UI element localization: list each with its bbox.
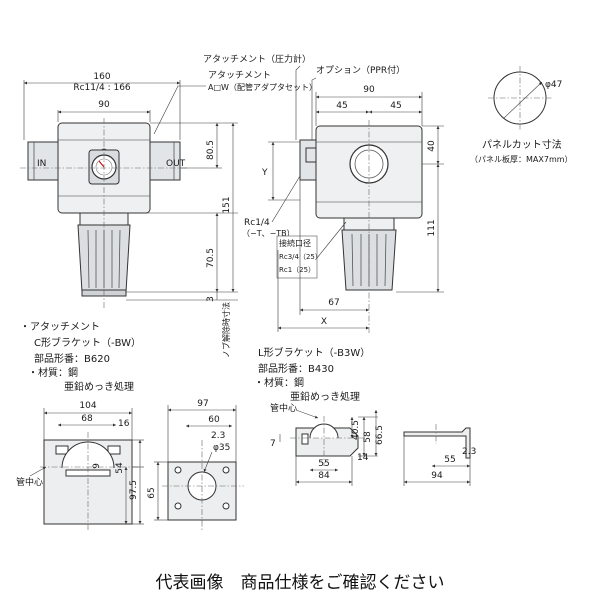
l-dim-94: 94 xyxy=(431,471,443,481)
c-bracket-spec: ・アタッチメント C形ブラケット（-BW） 部品形番：B620 ・材質：鋼 亜鉛… xyxy=(20,321,141,393)
dim-90-front: 90 xyxy=(98,100,110,110)
c-pipe-center: 管中心 xyxy=(16,476,43,488)
dim-45-right: 45 xyxy=(390,101,401,111)
c-bracket-side: 97 60 2.3 φ35 65 xyxy=(147,399,244,530)
c-dim-60: 60 xyxy=(208,415,220,425)
port-note: （−T、−TB） xyxy=(242,229,295,238)
dim-40: 40 xyxy=(427,140,437,152)
l-dim-14: 14 xyxy=(357,453,369,463)
dim-90-side: 90 xyxy=(363,85,375,95)
l-bracket-spec: L形ブラケット（-B3W） 部品形番：B430 ・材質：鋼 亜鉛めっき処理 xyxy=(254,346,370,403)
c-heading: ・アタッチメント xyxy=(20,321,100,333)
l-dim-66-5: 66.5 xyxy=(375,425,385,445)
label-out: OUT xyxy=(166,159,186,169)
l-dim-84: 84 xyxy=(318,471,330,481)
c-dim-9: 9 xyxy=(92,463,102,469)
c-dim-35: φ35 xyxy=(213,443,230,453)
panel-cut-note: （パネル板厚：MAX7mm） xyxy=(470,154,573,164)
dim-70-5: 70.5 xyxy=(206,248,216,268)
l-dim-2-3: 2.3 xyxy=(462,447,476,457)
c-dim-65: 65 xyxy=(147,487,157,498)
label-x: X xyxy=(321,317,327,327)
caption: 代表画像 商品仕様をご確認ください xyxy=(155,573,445,593)
dim-80-5: 80.5 xyxy=(206,140,216,160)
c-dim-97: 97 xyxy=(197,399,208,409)
l-material: ・材質：鋼 xyxy=(254,376,304,389)
main-front-view: 160 Rc11/4 : 166 90 IN OUT xyxy=(20,53,317,358)
c-dim-68: 68 xyxy=(81,414,93,424)
dim-160: 160 xyxy=(93,72,110,82)
knob-note: ノブ解除時寸法 xyxy=(221,302,231,358)
l-name: L形ブラケット（-B3W） xyxy=(258,346,370,359)
l-finish: 亜鉛めっき処理 xyxy=(290,390,360,403)
panel-cut-view: φ47 パネルカット寸法 （パネル板厚：MAX7mm） xyxy=(470,66,573,164)
dim-3: 3 xyxy=(206,296,216,302)
dim-rc-166: Rc11/4 : 166 xyxy=(73,83,131,93)
dim-45-left: 45 xyxy=(336,101,347,111)
dim-151: 151 xyxy=(222,196,232,213)
c-dim-2-3: 2.3 xyxy=(211,431,225,441)
side-view: オプション（PPR付） 90 45 45 40 xyxy=(242,65,444,335)
panel-dia: φ47 xyxy=(545,80,562,90)
conn-title: 接続口径 xyxy=(279,238,311,248)
label-y: Y xyxy=(261,168,268,178)
c-part: 部品形番：B620 xyxy=(34,352,110,365)
c-dim-54: 54 xyxy=(115,462,125,474)
l-pipe-center: 管中心 xyxy=(270,402,297,414)
l-dim-55b: 55 xyxy=(444,455,455,465)
callout-option: オプション（PPR付） xyxy=(316,65,405,76)
c-finish: 亜鉛めっき処理 xyxy=(64,380,134,393)
callout-gauge: アタッチメント（圧力計） xyxy=(203,53,311,65)
conn-1: Rc3/4（25） xyxy=(279,253,322,261)
conn-table xyxy=(276,235,318,279)
c-dim-104: 104 xyxy=(79,401,96,411)
l-dim-58: 58 xyxy=(363,431,373,443)
l-bracket-side-plate xyxy=(403,427,471,459)
c-material: ・材質：鋼 xyxy=(28,366,78,379)
l-dim-55: 55 xyxy=(318,459,329,469)
c-dim-16: 16 xyxy=(118,419,130,429)
dim-111: 111 xyxy=(427,219,437,236)
l-part: 部品形番：B430 xyxy=(258,362,334,375)
l-bracket-front: 管中心 40.5 58 66.5 7 14 55 84 xyxy=(270,402,385,486)
panel-cut-title: パネルカット寸法 xyxy=(482,138,562,151)
c-name: C形ブラケット（-BW） xyxy=(34,336,141,349)
l-dim-7: 7 xyxy=(270,439,276,449)
callout-attachment-code: A□W（配管アダプタセット） xyxy=(208,82,317,92)
l-dim-40-5: 40.5 xyxy=(351,420,361,440)
l-bracket-side: 2.3 55 94 xyxy=(403,424,476,486)
label-in: IN xyxy=(37,159,46,169)
c-bracket-front: 104 68 16 管中心 97.5 54 9 xyxy=(16,401,144,530)
conn-2: Rc1（25） xyxy=(279,266,315,274)
port-label: Rc1/4 xyxy=(244,218,270,228)
c-dim-97-5: 97.5 xyxy=(129,480,139,500)
dim-67: 67 xyxy=(328,298,339,308)
callout-attachment: アタッチメント xyxy=(208,70,271,81)
